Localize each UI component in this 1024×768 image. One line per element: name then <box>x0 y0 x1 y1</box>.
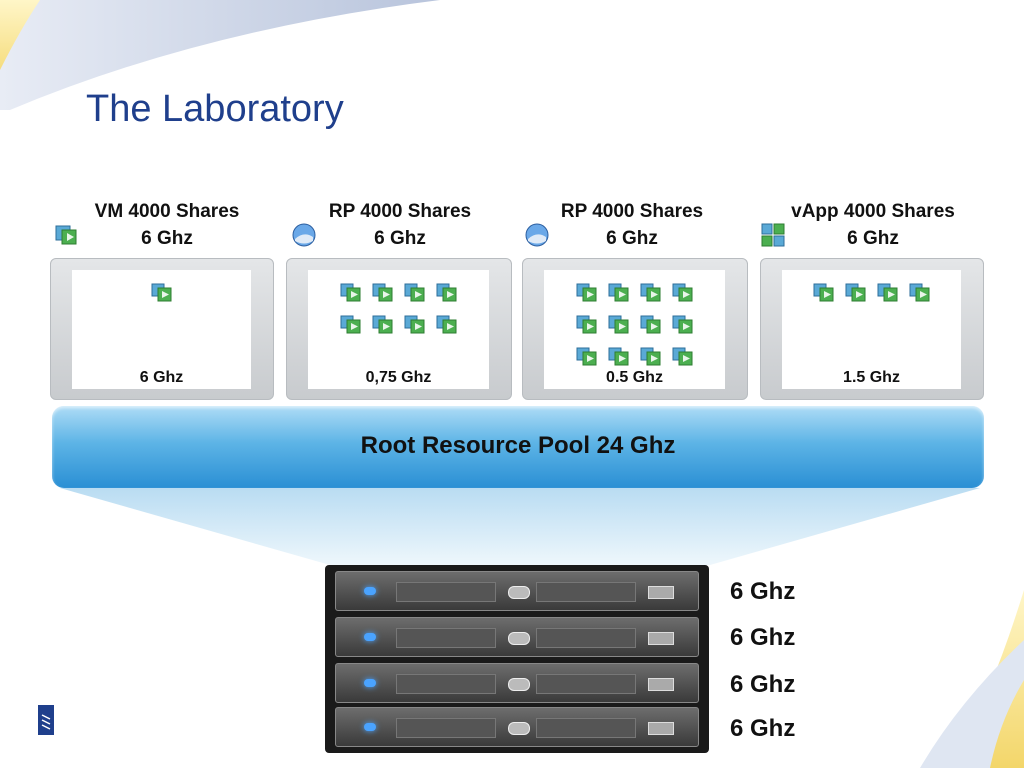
vm-icon <box>436 315 456 334</box>
server-unit <box>335 617 699 657</box>
power-led-icon <box>364 633 376 641</box>
box-allocation-label: 1.5 Ghz <box>843 369 900 386</box>
column-header-rp-1: RP 4000 Shares 6 Ghz <box>280 198 520 252</box>
port-icon <box>648 586 674 599</box>
knob-icon <box>508 632 530 645</box>
server-capacity-label: 6 Ghz <box>730 715 796 742</box>
port-icon <box>648 632 674 645</box>
column-header-line1: RP 4000 Shares <box>328 201 472 222</box>
knob-icon <box>508 586 530 599</box>
vm-icon <box>813 283 833 302</box>
drive-slot <box>396 674 496 694</box>
server-unit <box>335 571 699 611</box>
root-resource-pool: Root Resource Pool 24 Ghz <box>52 406 984 488</box>
vm-icon <box>576 347 596 366</box>
vm-icon <box>372 315 392 334</box>
resource-pool-icon <box>292 223 316 247</box>
vm-grid <box>98 276 226 308</box>
column-header-line2: 6 Ghz <box>374 228 426 249</box>
column-header-line1: RP 4000 Shares <box>560 201 704 222</box>
drive-slot <box>536 718 636 738</box>
drive-slot <box>536 582 636 602</box>
vm-icon <box>909 283 929 302</box>
box-allocation-label: 0.5 Ghz <box>606 369 663 386</box>
server-capacity-label: 6 Ghz <box>730 578 796 605</box>
server-unit <box>335 663 699 703</box>
knob-icon <box>508 678 530 691</box>
vm-grid <box>335 276 463 340</box>
vm-icon <box>672 347 692 366</box>
vm-icon <box>436 283 456 302</box>
box-allocation-label: 0,75 Ghz <box>365 369 432 386</box>
vm-icon <box>608 315 628 334</box>
rp-box-2: 0.5 Ghz <box>522 258 748 400</box>
vm-box: 6 Ghz <box>50 258 274 400</box>
vm-icon <box>845 283 865 302</box>
drive-slot <box>536 674 636 694</box>
drive-slot <box>396 582 496 602</box>
vm-icon <box>640 283 660 302</box>
vapp-icon <box>761 223 785 247</box>
vm-icon <box>640 347 660 366</box>
column-header-vapp: vApp 4000 Shares 6 Ghz <box>753 198 993 252</box>
vm-icon <box>640 315 660 334</box>
vm-icon <box>404 315 424 334</box>
vm-icon <box>608 347 628 366</box>
server-rack <box>325 565 709 753</box>
power-led-icon <box>364 723 376 731</box>
column-header-line2: 6 Ghz <box>847 228 899 249</box>
column-header-line2: 6 Ghz <box>606 228 658 249</box>
vm-icon <box>672 283 692 302</box>
drive-slot <box>396 628 496 648</box>
server-capacity-label: 6 Ghz <box>730 671 796 698</box>
column-header-rp-2: RP 4000 Shares 6 Ghz <box>512 198 752 252</box>
server-unit <box>335 707 699 747</box>
root-pool-label: Root Resource Pool 24 Ghz <box>360 432 676 459</box>
vm-icon <box>404 283 424 302</box>
box-content: 6 Ghz <box>72 270 251 389</box>
box-allocation-label: 6 Ghz <box>139 369 184 386</box>
vm-icon <box>672 315 692 334</box>
vm-icon <box>340 283 360 302</box>
funnel-shape <box>60 488 980 565</box>
vm-icon <box>372 283 392 302</box>
vm-icon <box>576 283 596 302</box>
box-content: 0,75 Ghz <box>308 270 489 389</box>
vm-grid <box>808 276 936 308</box>
port-icon <box>648 722 674 735</box>
vm-grid <box>571 276 699 372</box>
column-header-line2: 6 Ghz <box>141 228 193 249</box>
vm-icon <box>608 283 628 302</box>
vm-icon <box>151 283 171 302</box>
knob-icon <box>508 722 530 735</box>
vapp-box: 1.5 Ghz <box>760 258 984 400</box>
column-header-line1: vApp 4000 Shares <box>791 201 955 222</box>
page-title: The Laboratory <box>86 88 344 130</box>
column-header-vm: VM 4000 Shares 6 Ghz <box>47 198 287 252</box>
vm-icon <box>877 283 897 302</box>
drive-slot <box>396 718 496 738</box>
power-led-icon <box>364 587 376 595</box>
server-capacity-label: 6 Ghz <box>730 624 796 651</box>
rp-box-1: 0,75 Ghz <box>286 258 512 400</box>
box-content: 1.5 Ghz <box>782 270 961 389</box>
column-header-line1: VM 4000 Shares <box>94 201 240 222</box>
box-content: 0.5 Ghz <box>544 270 725 389</box>
power-led-icon <box>364 679 376 687</box>
resource-pool-icon <box>525 223 549 247</box>
vm-icon <box>340 315 360 334</box>
vm-icon <box>576 315 596 334</box>
company-logo-icon <box>38 705 54 735</box>
vm-icon <box>55 225 77 245</box>
drive-slot <box>536 628 636 648</box>
port-icon <box>648 678 674 691</box>
